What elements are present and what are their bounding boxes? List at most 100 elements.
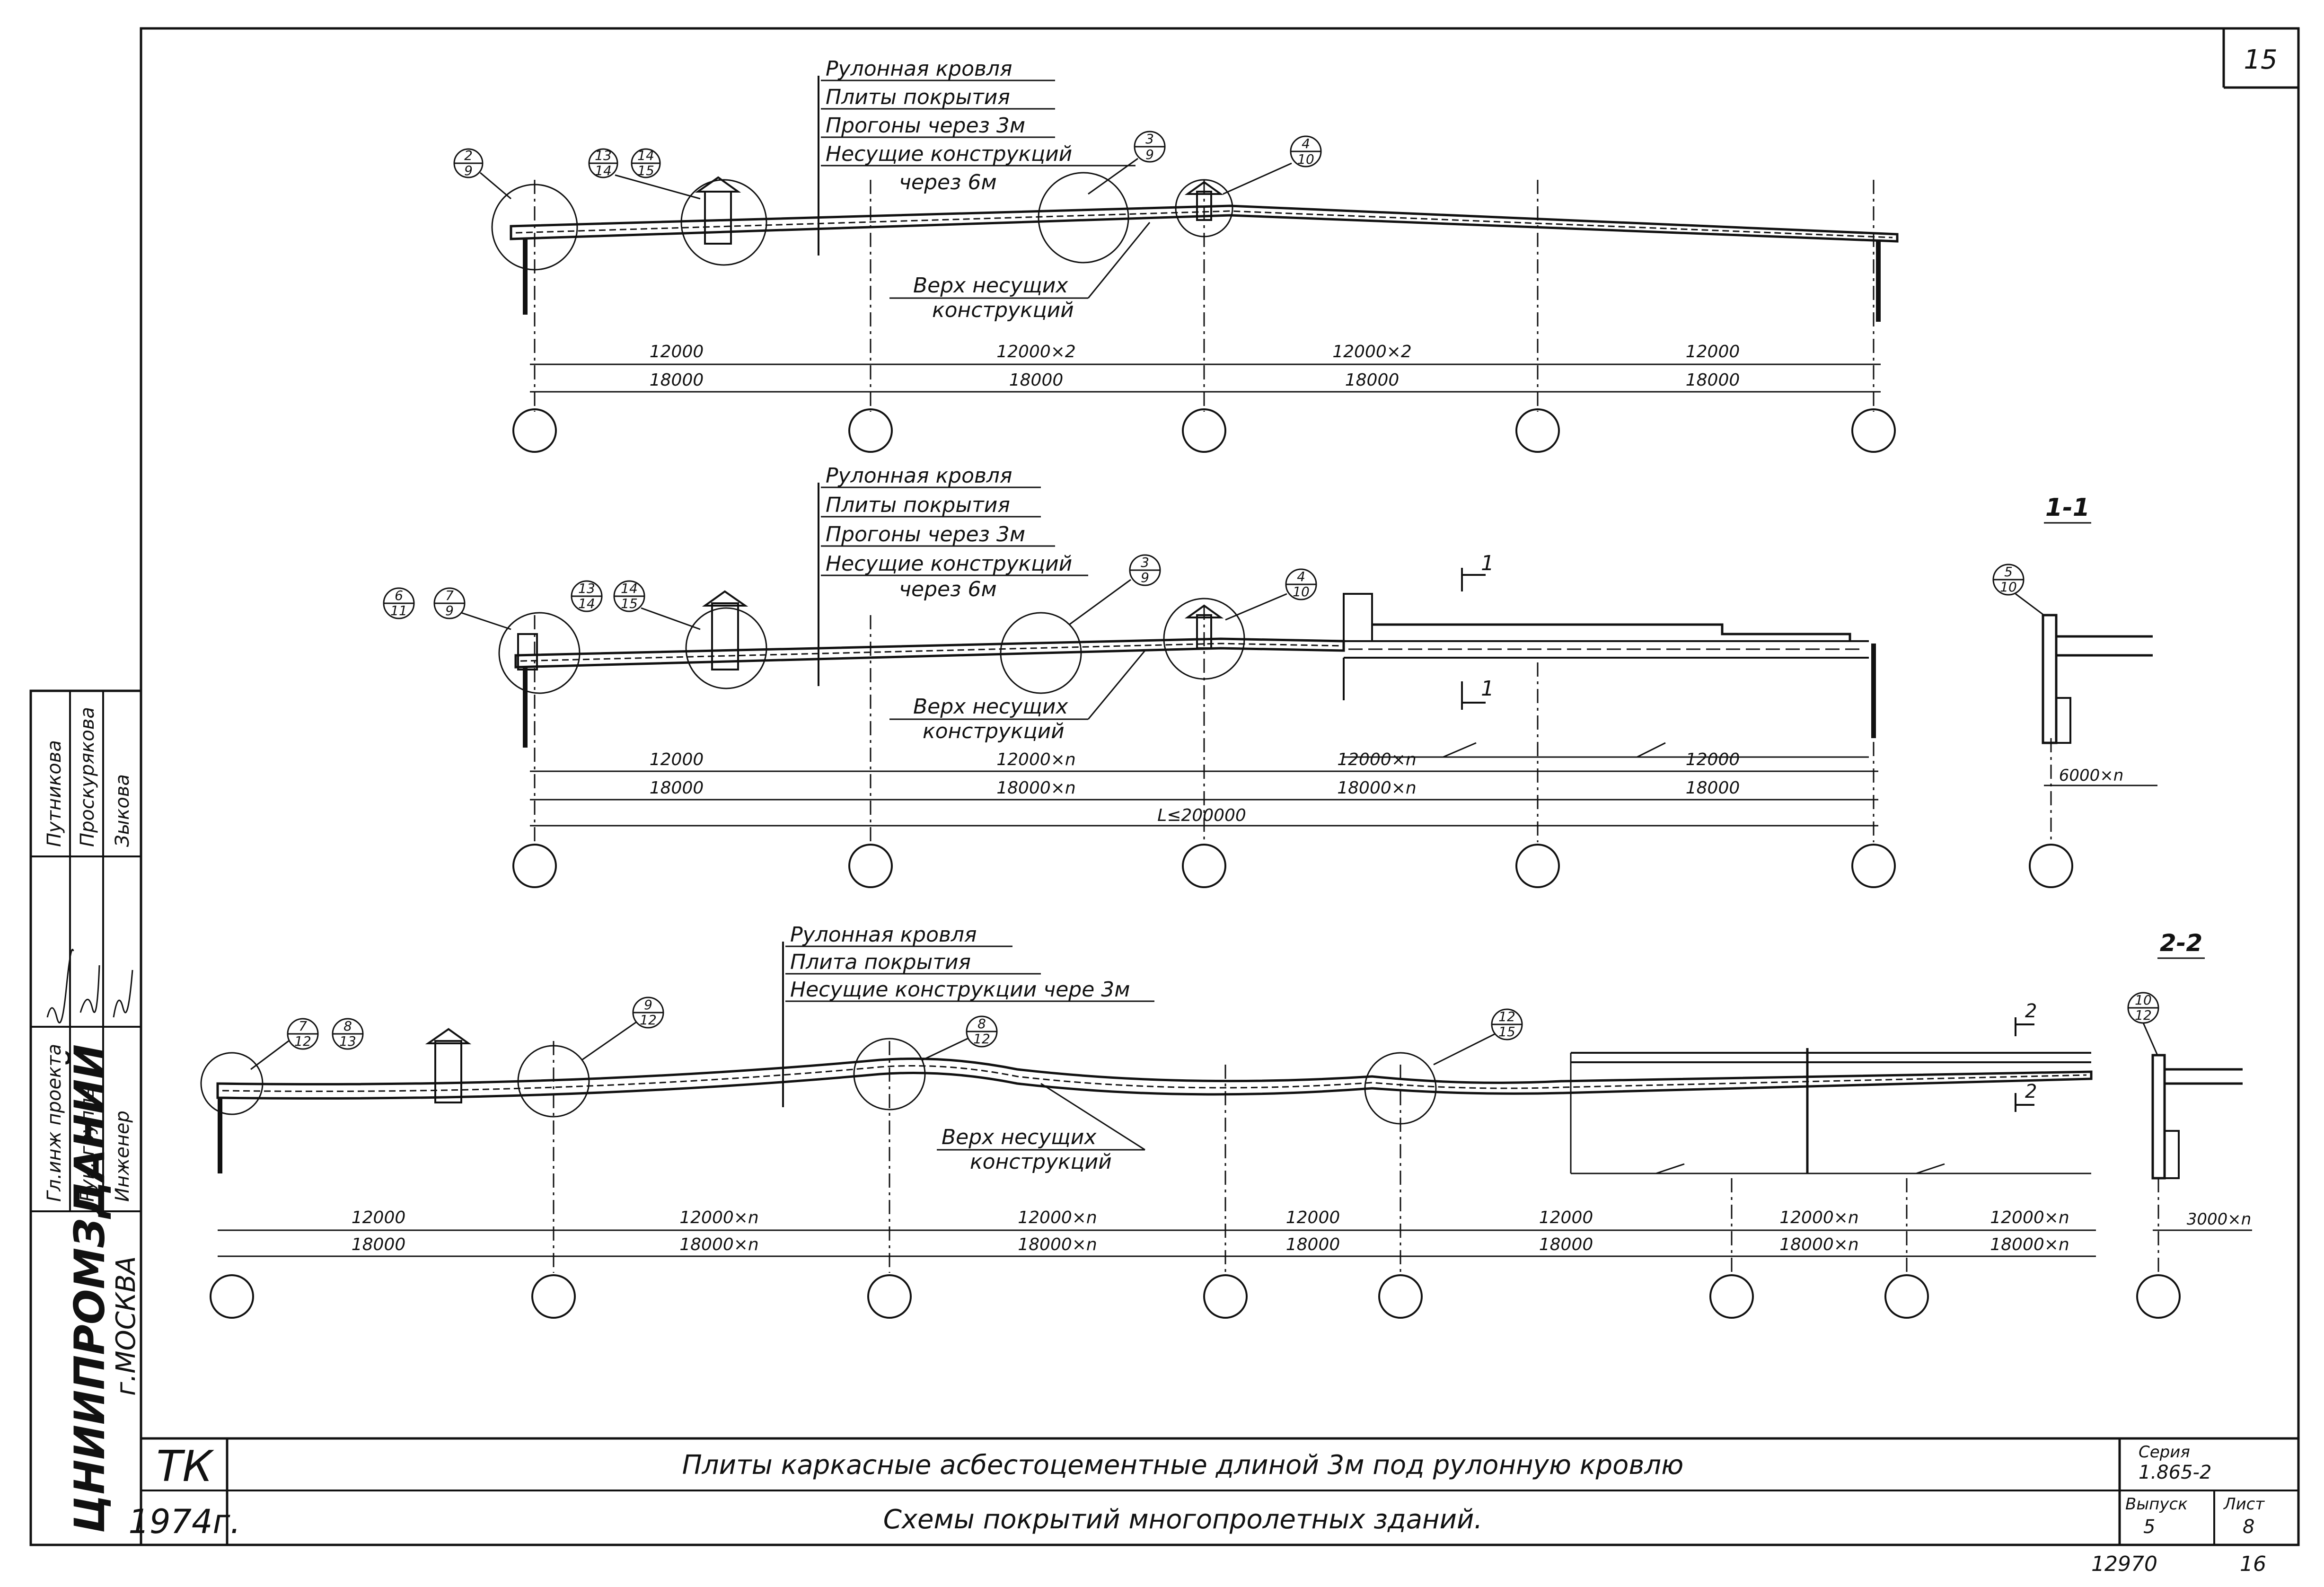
stamp-role-2: Рук. группы xyxy=(77,1083,98,1202)
svg-text:8: 8 xyxy=(343,1018,352,1034)
dim2-bottom-2: 18000×n xyxy=(996,778,1076,798)
svg-text:3: 3 xyxy=(1145,131,1154,147)
legend1-item-3: Прогоны через 3м xyxy=(826,114,1025,138)
svg-text:10: 10 xyxy=(1297,151,1314,167)
legend2-item-4: Несущие конструкций xyxy=(826,552,1072,576)
svg-text:14: 14 xyxy=(578,596,595,611)
dim2-top-2: 12000×n xyxy=(996,750,1076,769)
dim1-top-1: 12000 xyxy=(650,342,704,361)
svg-text:12: 12 xyxy=(294,1033,311,1049)
legend1-item-5: через 6м xyxy=(899,170,997,194)
dim1-bottom-4: 18000 xyxy=(1686,370,1740,390)
section2-dim: 3000×n xyxy=(2187,1210,2252,1229)
issue-value: 5 xyxy=(2143,1516,2155,1538)
org-name: ЦНИИПРОМЗДАНИЙ xyxy=(65,1044,114,1533)
svg-text:13: 13 xyxy=(595,148,612,163)
dim2-top-4: 12000 xyxy=(1686,750,1740,769)
legend1-item-2: Плиты покрытия xyxy=(826,85,1010,109)
dim1-bottom-3: 18000 xyxy=(1345,370,1400,390)
svg-text:12: 12 xyxy=(1498,1009,1515,1024)
legend2-item-3: Прогоны через 3м xyxy=(826,522,1025,547)
legend2-item-1: Рулонная кровля xyxy=(826,464,1012,488)
dim1-top-3: 12000×2 xyxy=(1332,342,1412,361)
archive-number: 12970 xyxy=(2091,1552,2157,1576)
dim3-top-2: 12000×n xyxy=(679,1208,759,1227)
svg-text:15: 15 xyxy=(621,596,638,611)
signatures xyxy=(46,949,133,1023)
dim2-bottom-3: 18000×n xyxy=(1337,778,1417,798)
callout-13-14-b: 13 14 xyxy=(571,580,603,612)
callout-14-15: 14 15 xyxy=(631,148,661,178)
bottom-label-2b: конструкций xyxy=(923,719,1065,743)
callout-10-12: 10 12 xyxy=(2127,992,2159,1024)
dim3-bottom-4: 18000 xyxy=(1286,1235,1340,1254)
callout-2-9: 2 9 xyxy=(453,148,484,178)
svg-text:9: 9 xyxy=(644,997,652,1013)
callout-5-10: 5 10 xyxy=(1992,564,2025,596)
axis-bubbles-3 xyxy=(210,1274,1929,1319)
year-label: 1974г. xyxy=(128,1502,240,1541)
org-city: г.МОСКВА xyxy=(111,1256,141,1396)
axis-bubbles-1 xyxy=(512,408,1896,453)
callout-6-11: 6 11 xyxy=(383,587,415,619)
dim3-bottom-5: 18000 xyxy=(1539,1235,1593,1254)
callout-8-12: 8 12 xyxy=(966,1015,998,1048)
section-mark-2a: 2 xyxy=(2025,1000,2037,1022)
svg-text:14: 14 xyxy=(595,163,612,178)
legend3-item-1: Рулонная кровля xyxy=(790,923,977,947)
title-block: ТК 1974г. Плиты каркасные асбестоцементн… xyxy=(128,1437,2298,1545)
svg-text:15: 15 xyxy=(637,163,654,178)
callout-3-9-b: 3 9 xyxy=(1129,554,1161,586)
dim3-bottom-2: 18000×n xyxy=(679,1235,759,1254)
legend1-item-4: Несущие конструкций xyxy=(826,142,1072,166)
svg-text:10: 10 xyxy=(2000,579,2017,595)
dim1-top-2: 12000×2 xyxy=(996,342,1076,361)
svg-text:12: 12 xyxy=(973,1031,990,1047)
dim2-top-3: 12000×n xyxy=(1337,750,1417,769)
svg-text:7: 7 xyxy=(299,1018,307,1034)
dim2-bottom-1: 18000 xyxy=(650,778,704,798)
svg-text:4: 4 xyxy=(1297,569,1305,584)
section-mark-1a: 1 xyxy=(1481,551,1494,575)
svg-text:8: 8 xyxy=(977,1016,986,1032)
svg-text:15: 15 xyxy=(1498,1024,1515,1040)
bottom-label-2a: Верх несущих xyxy=(913,695,1068,719)
section-title-2-2: 2-2 xyxy=(2160,929,2202,957)
svg-text:9: 9 xyxy=(445,603,454,618)
dim3-top-6: 12000×n xyxy=(1779,1208,1859,1227)
callout-8-13: 8 13 xyxy=(332,1018,364,1050)
code-label: ТК xyxy=(157,1442,215,1491)
callout-4-10: 4 10 xyxy=(1290,135,1322,168)
sheet-label: Лист xyxy=(2223,1495,2265,1514)
roof-2 xyxy=(514,637,1345,669)
legend3-item-3: Несущие конструкции чере 3м xyxy=(790,978,1130,1002)
dim1-bottom-2: 18000 xyxy=(1009,370,1064,390)
dim1-top-4: 12000 xyxy=(1686,342,1740,361)
callout-14-15-b: 14 15 xyxy=(613,580,645,612)
svg-text:10: 10 xyxy=(2135,992,2152,1008)
stamp-name-3: Зыкова xyxy=(112,774,133,847)
page-number: 16 xyxy=(2240,1552,2266,1576)
roof-3 xyxy=(216,1058,2093,1100)
sheet-number: 15 xyxy=(2244,44,2277,75)
dim3-top-1: 12000 xyxy=(352,1208,406,1227)
dim3-bottom-7: 18000×n xyxy=(1990,1235,2069,1254)
stamp-role-1: Гл.инж проекта xyxy=(44,1044,65,1202)
dim3-bottom-1: 18000 xyxy=(352,1235,406,1254)
legend2-item-2: Плиты покрытия xyxy=(826,493,1010,517)
callout-7-9: 7 9 xyxy=(433,587,466,619)
svg-text:6: 6 xyxy=(395,588,403,603)
callout-3-9: 3 9 xyxy=(1134,131,1166,163)
svg-text:7: 7 xyxy=(445,588,454,603)
legend-1: Рулонная кровля Плиты покрытия Прогоны ч… xyxy=(818,57,1136,256)
section1-dim: 6000×n xyxy=(2059,766,2124,785)
section-title-1-1: 1-1 xyxy=(2045,494,2090,522)
svg-text:10: 10 xyxy=(1293,584,1310,600)
series-value: 1.865-2 xyxy=(2139,1462,2211,1483)
svg-text:4: 4 xyxy=(1302,136,1310,151)
roof-1 xyxy=(510,204,1899,243)
svg-text:9: 9 xyxy=(1141,570,1149,585)
legend-2: Рулонная кровля Плиты покрытия Прогоны ч… xyxy=(818,464,1088,686)
svg-text:12: 12 xyxy=(2135,1007,2152,1023)
